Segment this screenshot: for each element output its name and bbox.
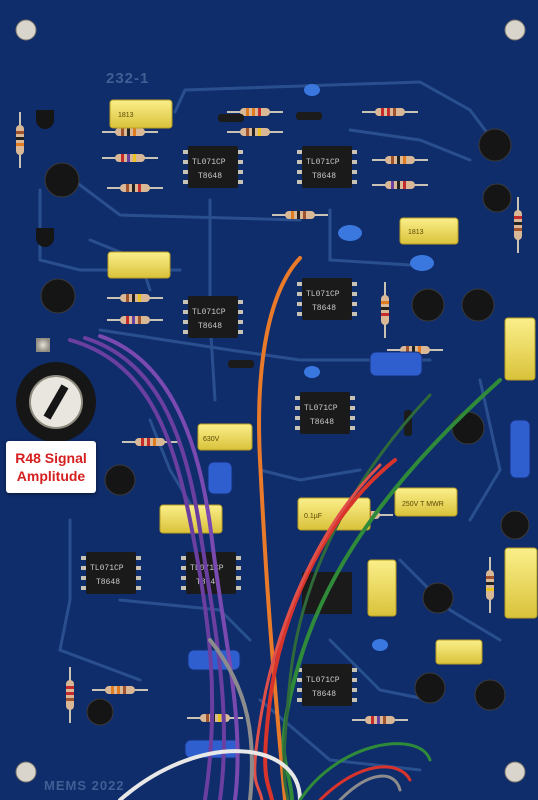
- transistors: [36, 110, 530, 726]
- film-capacitors: 1813 1813 250V T MWR 0.1µF 630V: [107, 99, 538, 665]
- cap-marking: 1813: [118, 112, 134, 119]
- chip-part-number: TL071CP: [192, 158, 226, 167]
- chip-part-number: TL071CP: [192, 308, 226, 317]
- resistors: [16, 108, 522, 724]
- r48-annotation-callout: R48 Signal Amplitude: [6, 441, 96, 493]
- maker-mark: MEMS 2022: [44, 778, 125, 793]
- cap-marking: 630V: [203, 436, 220, 443]
- blue-capacitors: [184, 84, 531, 759]
- cap-marking: 1813: [408, 229, 424, 236]
- chip-date-code: T8648: [198, 172, 222, 181]
- copper-traces: [38, 80, 502, 772]
- trimmer-r48: [16, 338, 96, 442]
- annotation-line-2: Amplitude: [16, 468, 86, 484]
- cap-marking: 0.1µF: [304, 513, 322, 520]
- chip-part-number: TL071CP: [306, 290, 340, 299]
- cap-marking: 250V T MWR: [402, 501, 444, 508]
- chip-date-code: T8648: [310, 418, 334, 427]
- mounting-holes: [15, 19, 526, 783]
- board-label: 232-1: [106, 70, 150, 87]
- chip-date-code: T8648: [96, 578, 120, 587]
- chip-part-number: TL071CP: [306, 158, 340, 167]
- chip-part-number: TL071CP: [90, 564, 124, 573]
- diodes: [218, 112, 412, 436]
- chip-date-code: T8648: [312, 172, 336, 181]
- annotation-line-1: R48 Signal: [15, 450, 87, 466]
- chip-part-number: TL071CP: [306, 676, 340, 685]
- chip-date-code: T8648: [198, 322, 222, 331]
- chip-part-number: TL071CP: [304, 404, 338, 413]
- chip-date-code: T8648: [312, 690, 336, 699]
- chip-date-code: T8648: [312, 304, 336, 313]
- wiring-harness: [68, 256, 502, 800]
